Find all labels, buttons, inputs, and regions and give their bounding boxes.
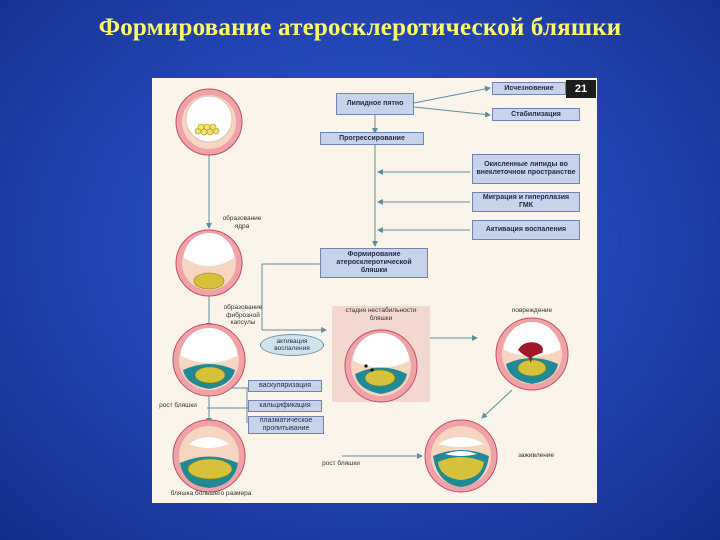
box-lipid-spot: Липидное пятно [336, 93, 414, 115]
box-oxidized-lipids: Окисленные липиды во внеклеточном простр… [472, 154, 580, 184]
label-plaque-growth-left: рост бляшки [159, 402, 197, 409]
atherosclerosis-diagram: 21 Липидное пятно Исчезновение Стабилиза… [152, 78, 597, 503]
label-healing: заживление [517, 452, 555, 459]
box-migration: Миграция и гиперплазия ГМК [472, 192, 580, 212]
label-fibrous-cap-formation: образование фиброзной капсулы [223, 304, 263, 326]
slide-title: Формирование атеросклеротической бляшки [98, 14, 622, 41]
box-plaque-formation: Формирование атеросклеротической бляшки [320, 248, 428, 278]
label-larger-plaque: бляшка большего размера [170, 490, 252, 497]
vessel-core-formation [175, 229, 243, 297]
box-inflammation-activation: Активация воспаления [472, 220, 580, 240]
oval-inflammation-activation: активация воспаления [260, 334, 324, 356]
box-stabilization: Стабилизация [492, 108, 580, 121]
vessel-larger-plaque [172, 419, 246, 493]
diagram-graphics [172, 86, 569, 493]
label-plaque-growth-bottom: рост бляшки [322, 460, 360, 467]
vessel-lipid-spot [175, 88, 243, 156]
vessel-healing [424, 419, 498, 493]
box-calcification: кальцификация [248, 400, 322, 412]
vessel-instability [344, 329, 418, 403]
vessel-fibrous-cap [172, 323, 246, 397]
label-instability-stage: стадия нестабильности бляшки [345, 307, 417, 322]
page-number-badge: 21 [566, 80, 596, 98]
label-damage: повреждение [511, 307, 553, 314]
flow-arrows [206, 86, 513, 459]
box-vascularization: васкуляризация [248, 380, 322, 392]
box-progression: Прогрессирование [320, 132, 424, 145]
label-core-formation: образование ядра [222, 215, 262, 230]
box-plasmatic-impregnation: плазматическое пропитывание [248, 416, 324, 434]
vessel-damage [495, 317, 569, 391]
box-disappearance: Исчезновение [492, 82, 566, 95]
